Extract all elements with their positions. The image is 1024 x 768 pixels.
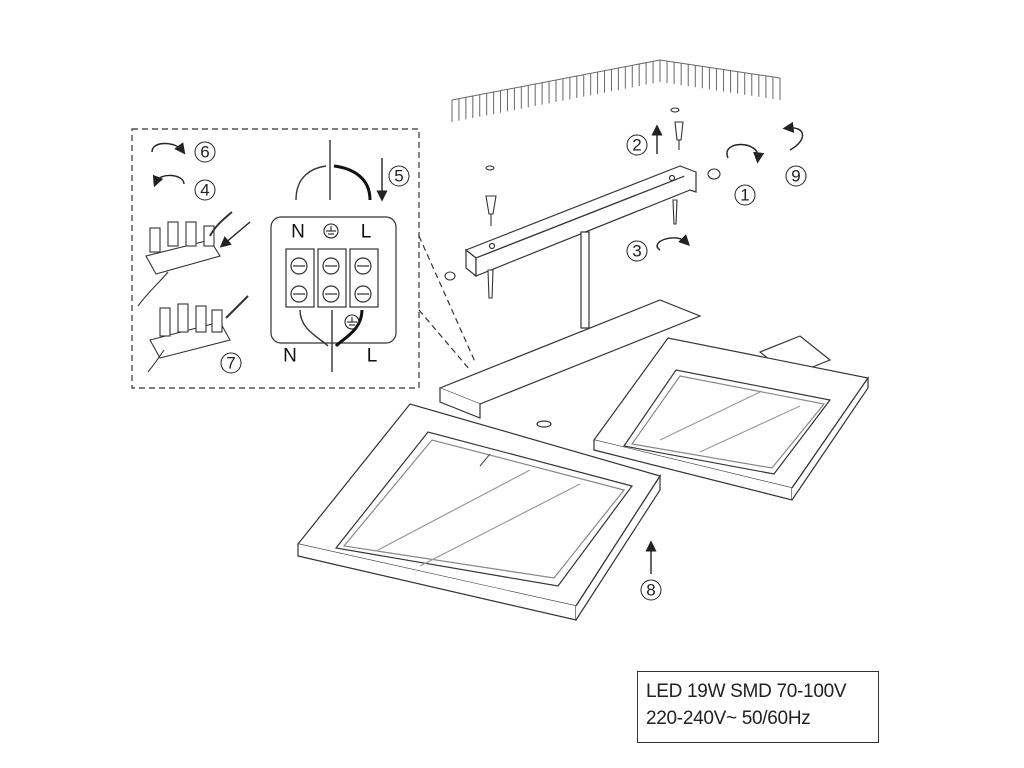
connector-sketch-top	[137, 211, 233, 307]
rotate-arrow-icon	[151, 121, 804, 251]
terminal-label-l-top: L	[361, 222, 372, 243]
terminal-label-l-bottom: L	[367, 346, 378, 367]
terminal-label-n-bottom: N	[283, 346, 297, 367]
spec-power: LED 19W SMD 70-100V	[646, 681, 847, 702]
step-number-5: 5	[394, 167, 403, 186]
wall-plug-icon	[485, 121, 684, 226]
step-number-9: 9	[791, 167, 800, 186]
step-number-3: 3	[632, 242, 641, 261]
step-number-2: 2	[632, 136, 641, 155]
connector-sketch-bottom	[147, 295, 249, 373]
direction-arrow-icon	[219, 124, 663, 574]
mounting-bracket	[464, 165, 697, 278]
earth-ground-icon	[323, 223, 360, 330]
step-markers	[194, 134, 807, 601]
lamp-frame-left	[296, 403, 661, 621]
terminal-block	[270, 216, 397, 344]
suspension-rod	[580, 231, 590, 329]
step-number-4: 4	[200, 181, 209, 200]
wiring-detail-frame	[131, 128, 477, 389]
step-number-6: 6	[200, 143, 209, 162]
terminal-label-n-top: N	[291, 222, 305, 243]
lamp-cable	[299, 309, 364, 372]
step-number-7: 7	[226, 354, 235, 373]
lamp-frame-right	[592, 337, 870, 501]
supply-cable	[295, 140, 372, 201]
step-number-1: 1	[740, 186, 749, 205]
spec-voltage: 220-240V~ 50/60Hz	[646, 708, 811, 729]
step-number-8: 8	[646, 581, 655, 600]
spec-label-box: LED 19W SMD 70-100V 220-240V~ 50/60Hz	[637, 671, 879, 743]
ceiling-surface	[451, 59, 781, 122]
screw-icon	[444, 107, 721, 299]
